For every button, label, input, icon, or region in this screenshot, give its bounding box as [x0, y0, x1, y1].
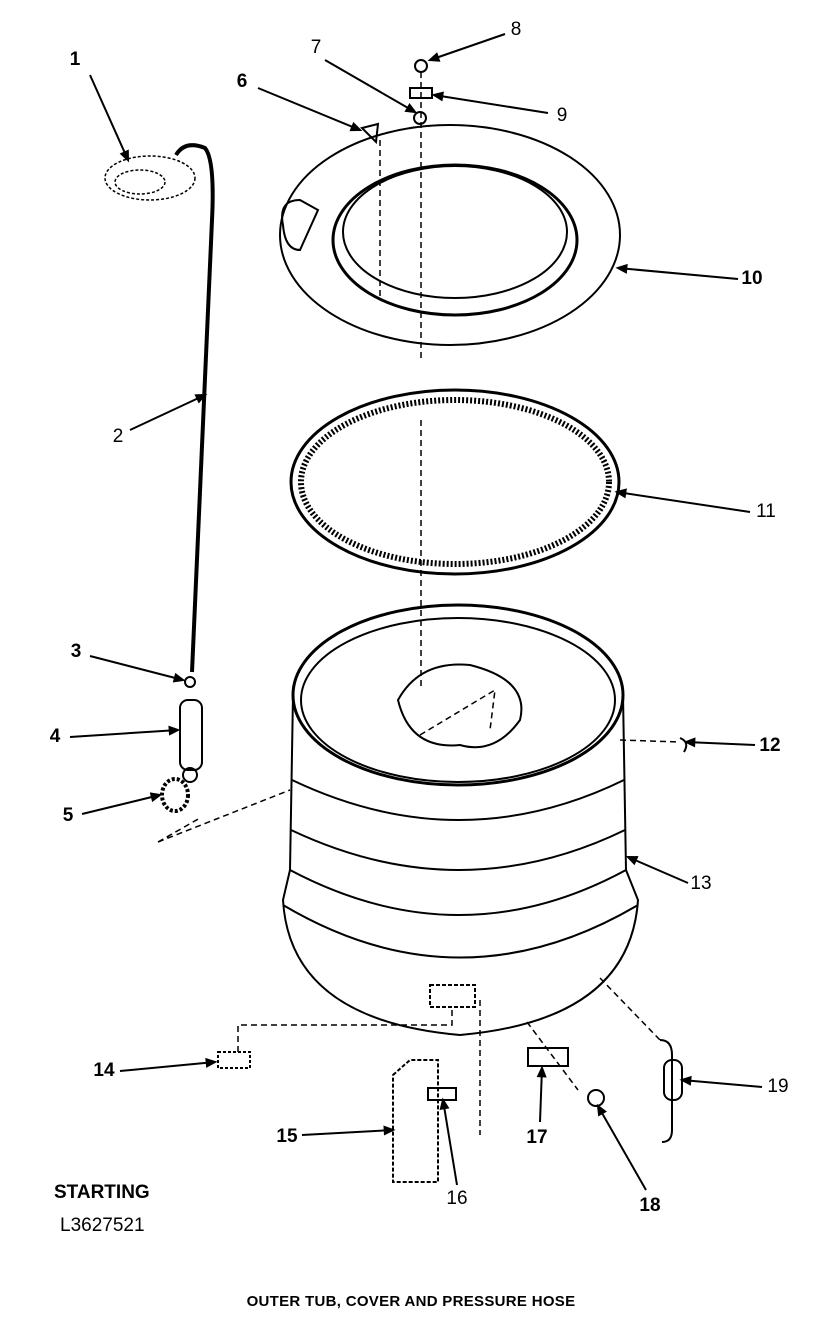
arrowhead-icon: [615, 263, 628, 274]
callout-13: 13: [690, 873, 712, 894]
arrowhead-icon: [431, 91, 444, 102]
arrowhead-icon: [683, 737, 696, 748]
arrowhead-icon: [679, 1075, 692, 1086]
arrowhead-icon: [404, 103, 418, 114]
callout-3: 3: [70, 641, 82, 662]
arrowhead-icon: [168, 725, 181, 736]
leader-line-7: [324, 59, 416, 113]
part-2-pressure-hose: [174, 143, 215, 673]
callout-17: 17: [526, 1127, 548, 1148]
callout-14: 14: [93, 1060, 115, 1081]
part-5-grommet: [160, 777, 190, 813]
leader-line-2: [129, 394, 206, 431]
leader-line-10: [617, 267, 739, 280]
arrowhead-icon: [205, 1057, 218, 1068]
part-10-tub-cover: [279, 124, 621, 346]
arrowhead-icon: [427, 52, 441, 62]
part-7-washer: [413, 111, 427, 125]
leader-line-3: [89, 655, 184, 681]
part-6-bumper: [360, 122, 380, 145]
arrowhead-icon: [194, 393, 208, 404]
callout-16: 16: [446, 1188, 468, 1209]
arrowhead-icon: [349, 121, 363, 132]
callout-18: 18: [639, 1195, 661, 1216]
callout-15: 15: [276, 1126, 298, 1147]
arrowhead-icon: [172, 672, 186, 683]
leader-line-12: [685, 741, 756, 746]
starting-label: STARTING: [54, 1182, 150, 1203]
leader-line-5: [81, 794, 161, 815]
callout-5: 5: [62, 805, 74, 826]
arrowhead-icon: [383, 1125, 396, 1136]
leader-line-11: [616, 491, 751, 513]
part-11-tub-ring: [289, 388, 621, 576]
callout-19: 19: [767, 1076, 789, 1097]
arrowhead-icon: [625, 855, 639, 866]
part-4-air-dome: [179, 699, 203, 771]
callout-1: 1: [69, 49, 81, 70]
part-1-clamp-cluster: [104, 155, 196, 201]
part-14-label: [217, 1051, 251, 1069]
part-3-clamp: [184, 676, 196, 688]
arrowhead-icon: [536, 1065, 547, 1078]
arrowhead-icon: [439, 1097, 450, 1110]
part-12-clip: [679, 737, 688, 753]
arrowhead-icon: [614, 488, 627, 499]
leader-line-6: [257, 87, 361, 131]
serial-number: L3627521: [60, 1215, 145, 1236]
leader-line-14: [119, 1061, 216, 1072]
callout-7: 7: [310, 37, 322, 58]
callout-leaders: [69, 33, 763, 1191]
callout-2: 2: [112, 426, 124, 447]
assembly-dashed-lines: [157, 72, 681, 1135]
callout-4: 4: [49, 726, 61, 747]
leader-line-1: [89, 74, 129, 161]
leader-line-16: [442, 1099, 458, 1186]
arrowhead-icon: [596, 1103, 607, 1117]
arrowhead-icon: [149, 792, 163, 803]
callout-12: 12: [759, 735, 781, 756]
diagram-title: OUTER TUB, COVER AND PRESSURE HOSE: [246, 1293, 576, 1310]
part-19-spring: [659, 1039, 673, 1143]
leader-line-19: [681, 1079, 763, 1088]
arrowhead-icon: [119, 149, 130, 163]
leader-line-18: [597, 1105, 647, 1191]
part-17-clip: [527, 1047, 569, 1067]
part-15-bracket: [392, 1059, 439, 1183]
part-8-screw: [414, 59, 428, 73]
leader-line-13: [627, 856, 689, 884]
leader-line-8: [429, 33, 506, 61]
leader-line-9: [433, 94, 549, 114]
callout-8: 8: [510, 19, 522, 40]
part-18-screw: [587, 1089, 605, 1107]
callout-9: 9: [556, 105, 568, 126]
callout-6: 6: [236, 71, 248, 92]
part-13-outer-tub: [281, 603, 640, 1037]
callout-10: 10: [741, 268, 763, 289]
part-4-air-dome-end: [182, 767, 198, 783]
part-16-clip: [427, 1087, 457, 1101]
callout-11: 11: [756, 501, 776, 522]
leader-line-4: [69, 729, 179, 738]
leader-line-15: [301, 1129, 394, 1136]
